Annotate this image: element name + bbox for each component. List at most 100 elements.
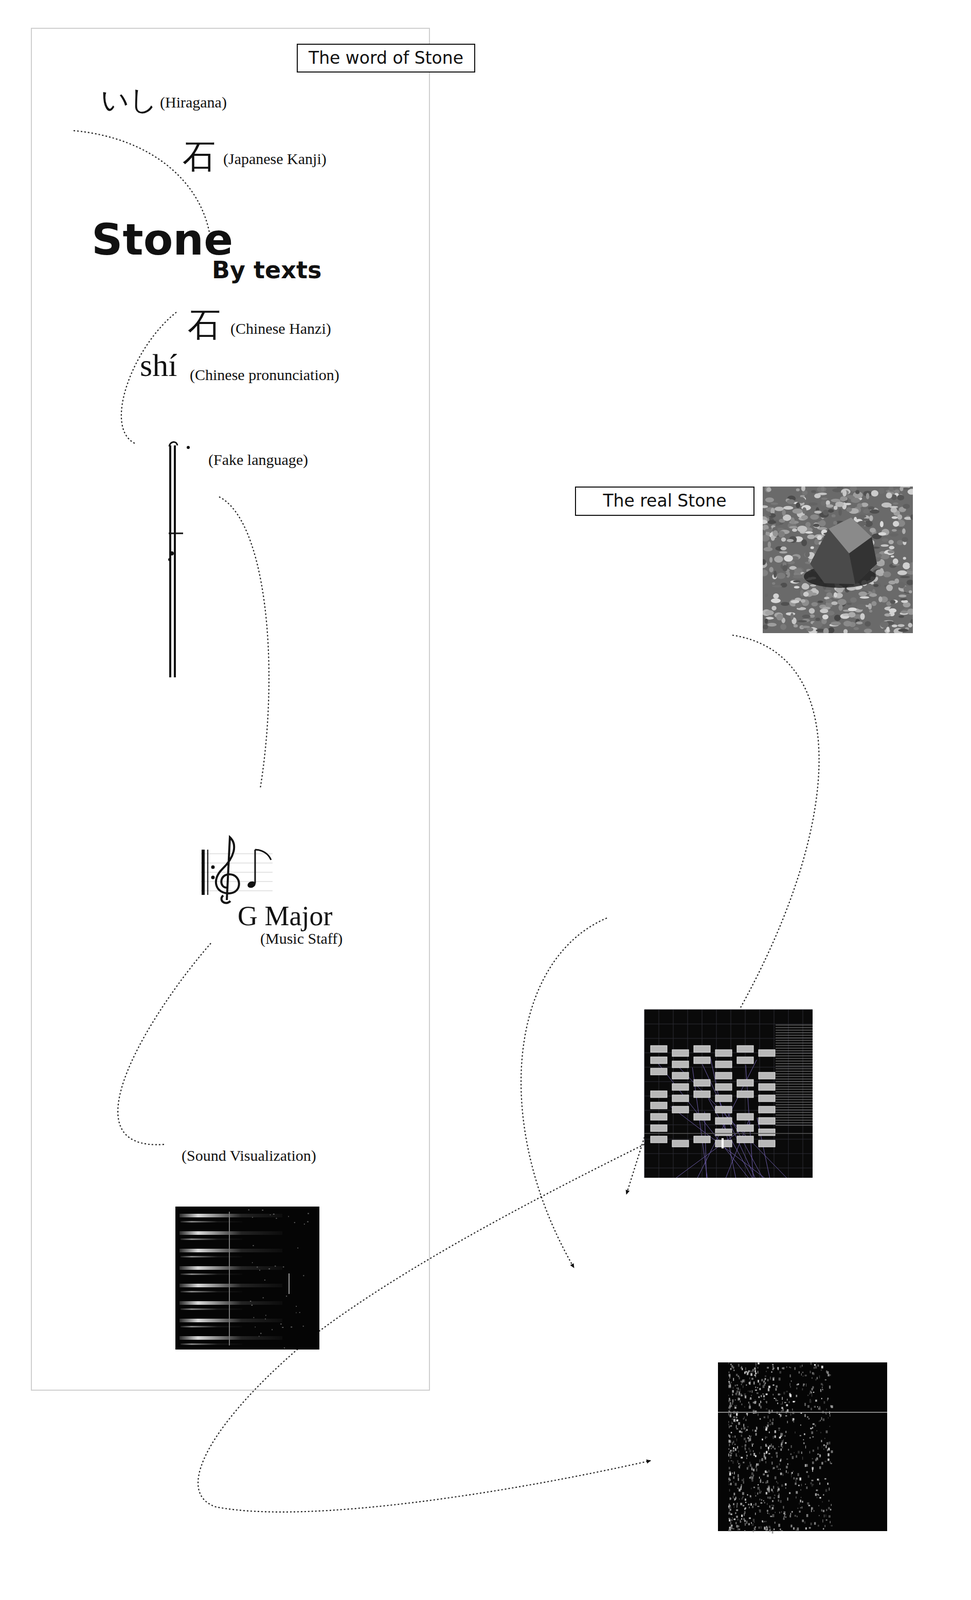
image-detail (787, 1497, 789, 1501)
image-detail (780, 1472, 783, 1475)
image-detail (786, 1421, 788, 1424)
image-detail (256, 1266, 258, 1268)
image-detail (746, 1454, 748, 1458)
image-detail (732, 1440, 734, 1444)
image-detail (821, 1508, 823, 1512)
japanese-word: 石 (182, 138, 216, 175)
caption-label: (Sound Visualization) (181, 1146, 317, 1164)
image-detail (822, 1509, 825, 1513)
image-detail (775, 1024, 813, 1026)
image-detail (819, 1419, 821, 1422)
image-detail (755, 1374, 757, 1378)
image-detail (295, 1311, 297, 1314)
image-detail (736, 1505, 737, 1508)
image-detail (754, 1512, 756, 1515)
image-detail (753, 1527, 756, 1531)
image-detail (780, 623, 787, 631)
image-detail (740, 1484, 742, 1487)
image-detail (778, 530, 785, 538)
image-detail (775, 1088, 813, 1090)
image-detail (740, 1457, 743, 1459)
image-detail (822, 1494, 824, 1496)
image-detail (780, 1448, 782, 1451)
image-detail (822, 1389, 823, 1391)
image-detail (761, 1520, 763, 1523)
image-detail (759, 1451, 761, 1454)
image-detail (843, 628, 848, 634)
image-detail (729, 1521, 732, 1525)
image-detail (728, 1453, 730, 1457)
image-detail (728, 1406, 729, 1409)
image-detail (757, 1486, 760, 1490)
image-detail (650, 1068, 668, 1075)
image-detail (776, 614, 783, 621)
image-detail (907, 608, 913, 615)
image-detail (788, 1009, 789, 1178)
image-detail (824, 1437, 826, 1440)
image-detail (790, 517, 795, 525)
image-detail (795, 1496, 797, 1499)
image-detail (763, 1395, 765, 1398)
image-detail (734, 1399, 736, 1401)
image-detail (757, 1379, 760, 1383)
image-detail (869, 527, 876, 533)
image-detail (732, 1476, 735, 1479)
image-detail (797, 525, 807, 533)
image-detail (758, 1526, 760, 1529)
image-detail (672, 1083, 689, 1091)
image-detail (775, 1106, 813, 1108)
image-detail (650, 1090, 668, 1098)
image-detail (729, 1375, 731, 1379)
image-detail (805, 1470, 808, 1473)
image-detail (821, 497, 828, 500)
image-detail (819, 1497, 821, 1499)
image-detail (745, 1430, 746, 1432)
image-detail (771, 1504, 773, 1506)
image-detail (810, 1522, 813, 1526)
image-detail (754, 1491, 756, 1495)
caption-label: (Chinese Hanzi) (230, 319, 332, 337)
image-detail (749, 1437, 752, 1442)
image-detail (869, 509, 880, 514)
image-detail (842, 489, 847, 497)
image-detail (735, 1515, 739, 1518)
image-detail (780, 1459, 782, 1462)
image-detail (745, 1451, 747, 1453)
image-detail (790, 600, 800, 604)
image-detail (892, 558, 899, 565)
image-detail (760, 1395, 762, 1398)
image-detail (775, 1075, 813, 1077)
image-detail (728, 1529, 730, 1532)
image-detail (756, 1392, 759, 1394)
image-detail (776, 1465, 779, 1468)
image-detail (900, 576, 911, 579)
image-detail (728, 1434, 730, 1437)
image-detail (792, 1470, 794, 1473)
image-detail (781, 537, 786, 542)
image-detail (732, 1399, 734, 1403)
image-detail (728, 1483, 731, 1486)
image-detail (901, 536, 908, 542)
image-detail (828, 1499, 830, 1502)
image-detail (823, 1448, 824, 1450)
image-detail (715, 1072, 732, 1080)
image-detail (822, 1527, 824, 1530)
image-detail (772, 1468, 773, 1470)
image-detail (729, 1504, 731, 1507)
image-detail (783, 1511, 786, 1514)
image-detail (804, 1403, 806, 1407)
image-detail (736, 1502, 738, 1504)
image-detail (729, 1497, 731, 1500)
image-detail (255, 1326, 256, 1328)
image-detail (792, 1417, 794, 1422)
image-detail (791, 1511, 793, 1513)
image-detail (808, 1504, 811, 1507)
image-detail (790, 1380, 793, 1382)
image-detail (787, 1471, 789, 1474)
image-detail (801, 486, 806, 492)
english-word: Stone (91, 216, 233, 264)
image-detail (792, 1400, 795, 1403)
image-detail (650, 1056, 668, 1064)
image-detail (730, 1415, 732, 1417)
image-detail (817, 600, 824, 604)
